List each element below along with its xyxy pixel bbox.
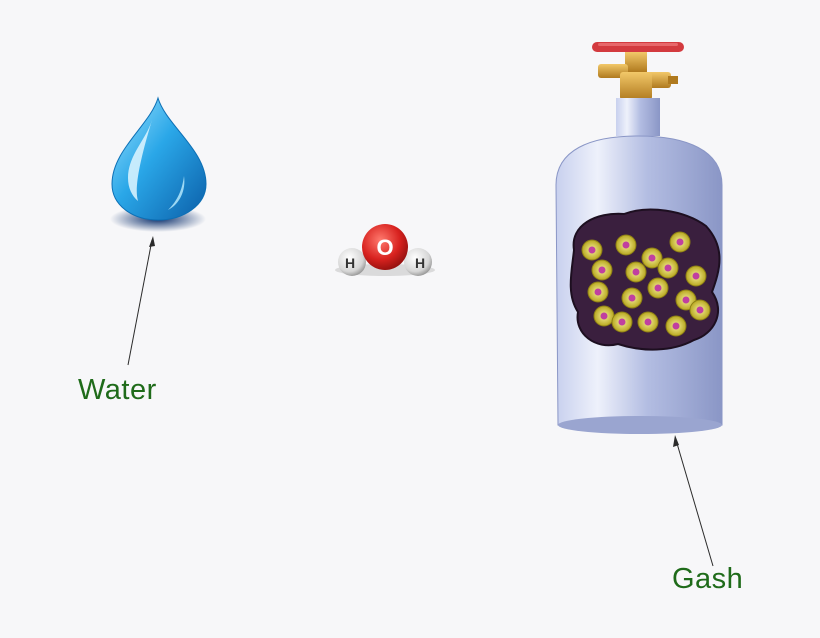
gas-particles — [581, 231, 711, 337]
water-molecule-icon: O H H — [335, 224, 435, 276]
water-pointer-arrow — [127, 236, 155, 366]
hydrogen-atom-right — [404, 248, 432, 276]
water-label: Water — [78, 374, 157, 406]
water-drop-icon — [110, 96, 207, 232]
hydrogen-atom-right-label: H — [415, 255, 425, 271]
gas-pointer-arrow — [673, 435, 714, 567]
hydrogen-atom-left-label: H — [345, 255, 355, 271]
hydrogen-atom-left — [338, 248, 366, 276]
gas-cylinder-icon — [555, 42, 723, 434]
oxygen-atom-label: O — [376, 235, 393, 260]
oxygen-atom — [362, 224, 408, 270]
gas-label: Gash — [672, 563, 744, 595]
